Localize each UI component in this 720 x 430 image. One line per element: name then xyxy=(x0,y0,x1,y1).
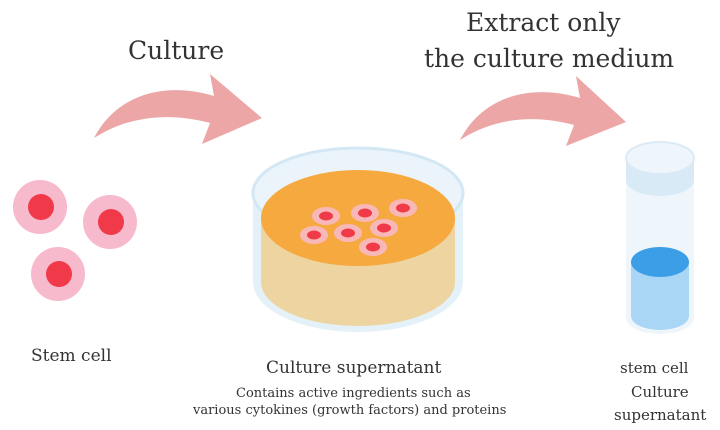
dish-cell xyxy=(359,238,387,256)
culture-supernatant-label: Culture supernatant xyxy=(266,358,442,378)
stem-cell xyxy=(31,247,85,301)
extract-step-label-line1: Extract only xyxy=(466,8,621,37)
dish-cell xyxy=(389,199,417,217)
stem-cell-group xyxy=(13,180,137,301)
stem-cell xyxy=(13,180,67,234)
dish-cell xyxy=(300,226,328,244)
stem-cell-label: Stem cell xyxy=(31,346,112,366)
tube-label-line2: Culture xyxy=(631,383,689,401)
culture-step-label: Culture xyxy=(128,36,225,65)
dish-note-line1: Contains active ingredients such as xyxy=(236,386,471,401)
dish-cell xyxy=(370,219,398,237)
dish-cell xyxy=(351,204,379,222)
tube-label-line1: stem cell xyxy=(620,359,689,377)
test-tube xyxy=(625,141,695,334)
tube-label-line3: supernatant xyxy=(614,406,707,424)
stem-cell xyxy=(83,195,137,249)
extract-arrow xyxy=(460,76,626,146)
dish-note-line2: various cytokines (growth factors) and p… xyxy=(193,403,507,418)
dish-cell xyxy=(334,224,362,242)
culture-arrow xyxy=(94,74,262,144)
dish-cell xyxy=(312,207,340,225)
petri-dish xyxy=(251,146,465,332)
extract-step-label-line2: the culture medium xyxy=(424,44,675,73)
